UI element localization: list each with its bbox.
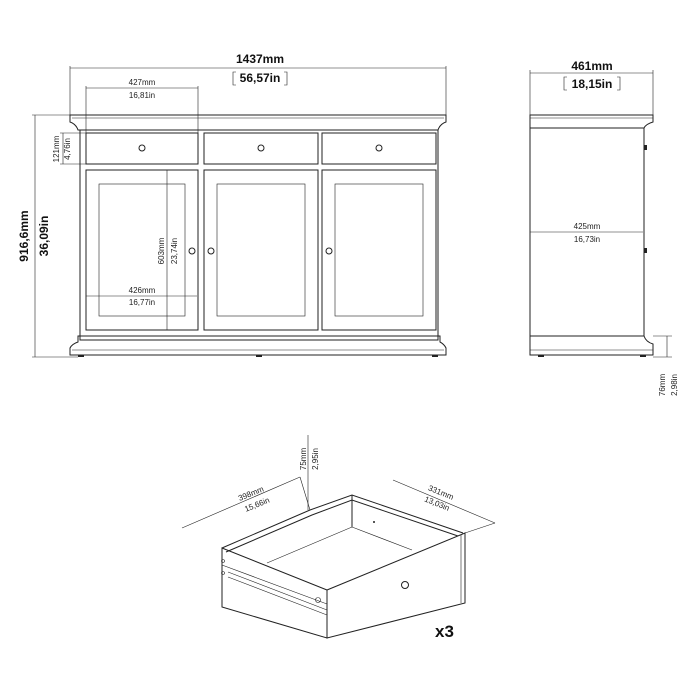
door-height-in-label: 23,74in (170, 238, 179, 264)
front-view: 1437mm 56,57in 427mm 16,81in 916,6mm 36,… (17, 52, 447, 358)
side-view: 461mm 18,15in 425mm 16,73in 76mm 2,98in (529, 59, 679, 397)
leg-height-mm-label: 76mm (658, 374, 667, 397)
drawer-3 (321, 132, 437, 165)
height-in-label: 36,09in (37, 216, 51, 257)
drawer-width-in-label: 16,81in (129, 91, 155, 100)
drawer-knob (375, 144, 383, 152)
drawer-front (326, 532, 466, 639)
depth-mm-label: 461mm (571, 59, 612, 73)
door-3 (321, 169, 437, 331)
inner-depth-in-label: 16,73in (574, 235, 600, 244)
door-knob (207, 247, 215, 255)
width-in-label: 56,57in (240, 71, 281, 85)
width-mm-label: 1437mm (236, 52, 284, 66)
drawer-height-mm-label: 121mm (52, 135, 61, 162)
drawer-1 (85, 132, 199, 165)
door-2 (203, 169, 319, 331)
drawer-height-in-label: 2,95in (311, 448, 320, 470)
door-knob (325, 247, 333, 255)
drawer-height-mm-label: 75mm (299, 448, 308, 471)
drawer-view: 398mm 15,66in 331mm 13,03in 75mm 2,95in … (181, 435, 496, 641)
door-height-mm-label: 603mm (157, 237, 166, 264)
drawer-knob (401, 581, 409, 589)
inner-width-in-label: 16,77in (129, 298, 155, 307)
quantity-label: x3 (435, 622, 454, 641)
leg-height-in-label: 2,98in (670, 374, 679, 396)
drawer-height-in-label: 4,76in (63, 138, 72, 160)
drawer-knob (257, 144, 265, 152)
door-1 (85, 169, 199, 331)
drawer-2 (203, 132, 319, 165)
drawer-width-mm-label: 427mm (129, 78, 156, 87)
inner-width-mm-label: 426mm (129, 286, 156, 295)
drawer-knob (138, 144, 146, 152)
door-knob (188, 247, 196, 255)
depth-in-label: 18,15in (572, 77, 613, 91)
height-mm-label: 916,6mm (17, 210, 31, 261)
inner-depth-mm-label: 425mm (574, 222, 601, 231)
